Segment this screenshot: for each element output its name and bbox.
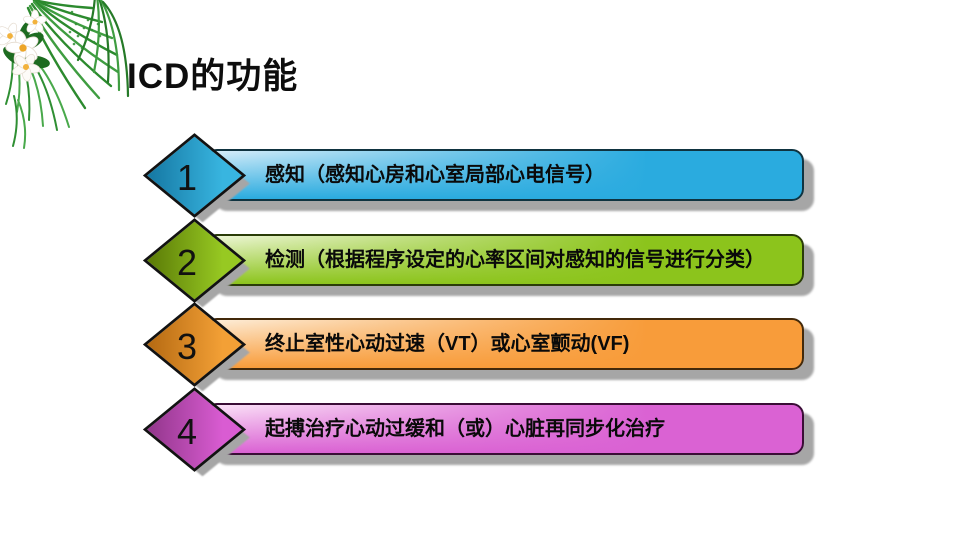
function-bar-label: 检测（根据程序设定的心率区间对感知的信号进行分类） — [265, 249, 765, 271]
step-diamond: 3 — [142, 301, 250, 391]
function-bar: 检测（根据程序设定的心率区间对感知的信号进行分类） — [205, 234, 804, 286]
step-number: 2 — [176, 242, 198, 283]
function-row: 感知（感知心房和心室局部心电信号） 1 — [0, 125, 960, 225]
function-row: 检测（根据程序设定的心率区间对感知的信号进行分类） 2 — [0, 210, 960, 310]
step-number: 3 — [176, 326, 198, 367]
page-title: ICD的功能 — [127, 57, 299, 96]
palm-flowers-image — [0, 0, 130, 149]
function-bar-label: 感知（感知心房和心室局部心电信号） — [265, 164, 605, 186]
step-number: 4 — [176, 411, 198, 452]
function-row: 起搏治疗心动过缓和（或）心脏再同步化治疗 4 — [0, 379, 960, 479]
function-bar: 感知（感知心房和心室局部心电信号） — [205, 149, 804, 201]
step-diamond: 1 — [142, 132, 250, 222]
function-bar-label: 终止室性心动过速（VT）或心室颤动(VF) — [265, 333, 630, 355]
step-diamond: 4 — [142, 386, 250, 476]
step-number: 1 — [176, 157, 198, 198]
function-bar: 起搏治疗心动过缓和（或）心脏再同步化治疗 — [205, 403, 804, 455]
function-row: 终止室性心动过速（VT）或心室颤动(VF) 3 — [0, 294, 960, 394]
function-bar: 终止室性心动过速（VT）或心室颤动(VF) — [205, 318, 804, 370]
step-diamond: 2 — [142, 217, 250, 307]
function-bar-label: 起搏治疗心动过缓和（或）心脏再同步化治疗 — [265, 418, 665, 440]
